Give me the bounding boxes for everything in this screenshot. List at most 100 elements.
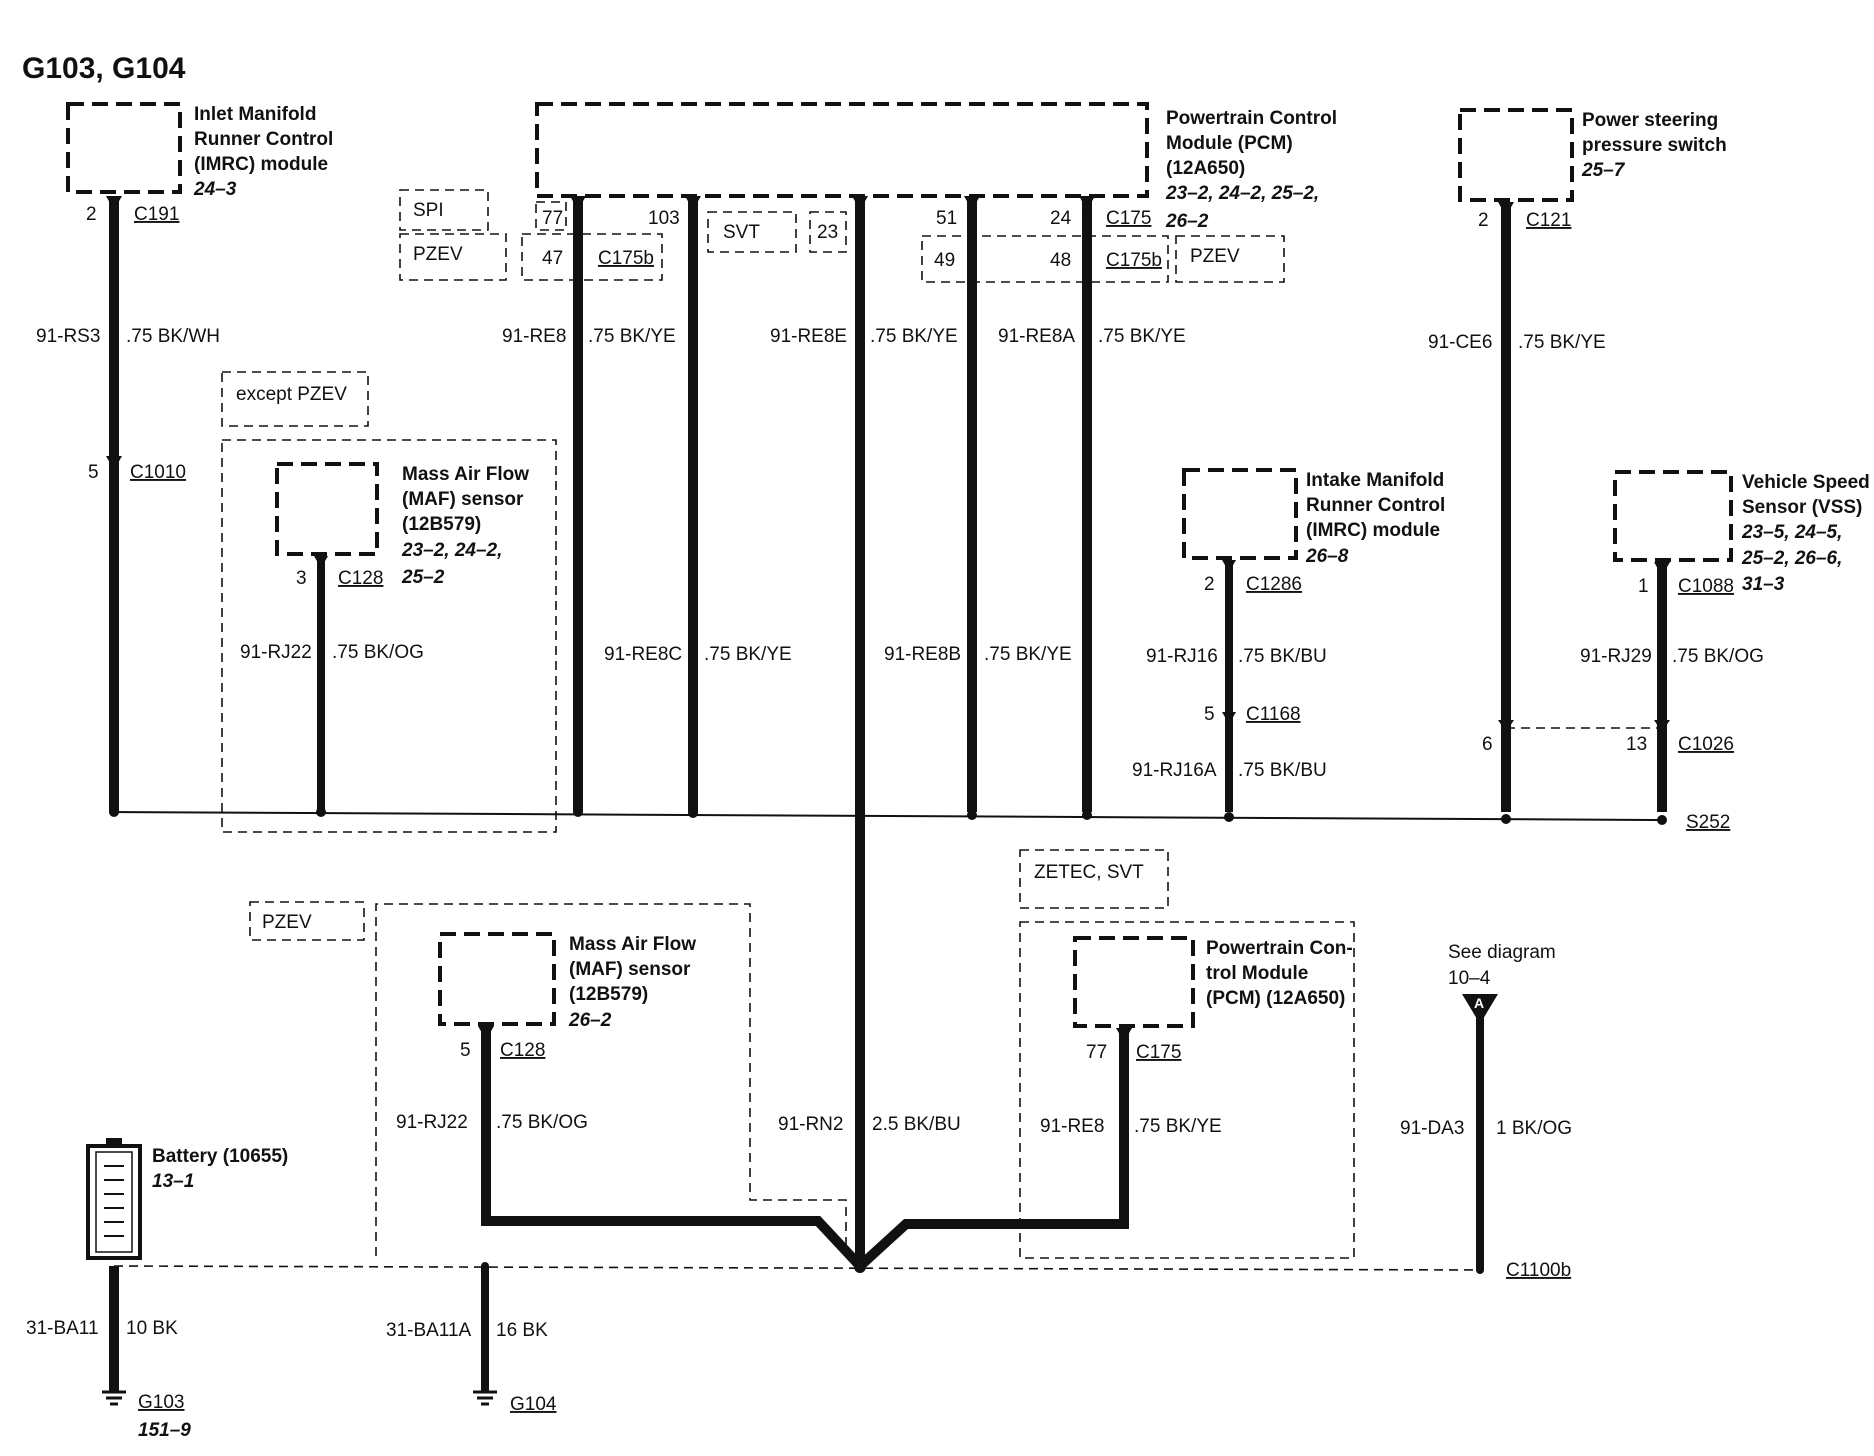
option-pzev-region [375, 903, 847, 1256]
battery-name: Battery (10655) [152, 1146, 288, 1167]
wire-91-rj22-lower [481, 1026, 864, 1270]
option-c175b-a-box [521, 233, 663, 281]
pcm-top-name-3: (12A650) [1166, 158, 1245, 179]
splice-s252-bus [113, 811, 1663, 821]
ps-switch-name-2: pressure switch [1582, 135, 1727, 156]
wire-circuit-label: 91-RJ22 [240, 642, 312, 663]
connector-arrow [685, 196, 701, 210]
ground-g103: G103 [138, 1392, 184, 1413]
maf-upper-ref-1: 23–2, 24–2, [401, 540, 502, 561]
connector-c1026: C1026 [1678, 734, 1734, 755]
connector-c128-lower: C128 [500, 1040, 545, 1061]
option-zetec-svt-box [1019, 849, 1169, 909]
maf-lower-name-3: (12B579) [569, 984, 648, 1005]
pin-number: 47 [542, 248, 563, 269]
option-pzev-b-box [1175, 235, 1285, 283]
ground-g103-icon [102, 1390, 126, 1406]
pin-number: 2 [1204, 574, 1215, 595]
ground-g103-ref: 151–9 [138, 1420, 191, 1441]
option-svt-label: SVT [723, 222, 760, 243]
wire-circuit-label: 91-RJ29 [1580, 646, 1652, 667]
vss-name-1: Vehicle Speed [1742, 472, 1870, 493]
connector-c121: C121 [1526, 210, 1571, 231]
pin-number: 6 [1482, 734, 1493, 755]
wire-circuit-label: 91-RJ16A [1132, 760, 1217, 781]
pcm-top-name-2: Module (PCM) [1166, 133, 1293, 154]
option-spi-label: SPI [413, 200, 444, 221]
connector-c128-upper: C128 [338, 568, 383, 589]
imrc-top-ref: 24–3 [193, 179, 237, 200]
option-77-box [535, 201, 567, 231]
splice-dot [688, 808, 698, 818]
ps-switch-name-1: Power steering [1582, 110, 1718, 131]
see-diagram-text: See diagram [1448, 942, 1556, 963]
connector-arrow [852, 196, 868, 210]
wire-circuit-label: 91-DA3 [1400, 1118, 1464, 1139]
pcm-top-ref-2: 26–2 [1165, 211, 1209, 232]
wire-spec-label: 16 BK [496, 1320, 548, 1341]
page-reference-a-icon [1462, 994, 1498, 1024]
pin-number: 1 [1638, 576, 1649, 597]
wire-circuit-label: 91-RE8B [884, 644, 961, 665]
vss-ref-3: 31–3 [1742, 574, 1785, 595]
battery-ref: 13–1 [152, 1171, 194, 1192]
option-c175b-b-box [921, 235, 1169, 283]
imrc-right-name-1: Intake Manifold [1306, 470, 1444, 491]
pin-number: 2 [86, 204, 97, 225]
wire-spec-label: 2.5 BK/BU [872, 1114, 961, 1135]
pcm-lower-name-2: trol Module [1206, 963, 1308, 984]
wire-spec-label: .75 BK/BU [1238, 760, 1327, 781]
vss-ref-2: 25–2, 26–6, [1741, 548, 1842, 569]
splice-s252: S252 [1686, 812, 1730, 833]
connector-arrow [106, 196, 122, 210]
maf-lower-name-2: (MAF) sensor [569, 959, 691, 980]
imrc-top-name-3: (IMRC) module [194, 154, 328, 175]
connector-arrow [1654, 562, 1670, 576]
pin-number: 103 [648, 208, 680, 229]
splice-dot [1501, 814, 1511, 824]
pin-number: 3 [296, 568, 307, 589]
imrc-right-name-2: Runner Control [1306, 495, 1445, 516]
pin-number: 5 [88, 462, 99, 483]
pin-number: 51 [936, 208, 957, 229]
wire-circuit-label: 91-RE8 [1040, 1116, 1104, 1137]
pcm-lower-name-1: Powertrain Con- [1206, 938, 1353, 959]
splice-dot [1657, 815, 1667, 825]
option-pzev-a-label: PZEV [413, 244, 463, 265]
pin-number: 49 [934, 250, 955, 271]
pin-number: 77 [1086, 1042, 1107, 1063]
maf-upper-box [275, 462, 379, 556]
wire-circuit-label: 91-RE8E [770, 326, 847, 347]
wire-spec-label: .75 BK/OG [496, 1112, 588, 1133]
option-pzev-c-label: PZEV [262, 912, 312, 933]
ps-switch-box [1458, 108, 1574, 202]
wire-circuit-label: 91-RE8A [998, 326, 1075, 347]
ground-g104-icon [473, 1390, 497, 1406]
splice-dot [109, 807, 119, 817]
connector-c175b-b: C175b [1106, 250, 1162, 271]
diagram-title: G103, G104 [22, 52, 186, 85]
ground-bus [113, 1265, 1481, 1271]
wire-circuit-label: 91-CE6 [1428, 332, 1492, 353]
wire-91-re8-lower [856, 1028, 1129, 1270]
connector-arrow [964, 196, 980, 210]
option-zetec-svt-region [1019, 921, 1355, 1259]
option-svt-box [707, 211, 797, 253]
wire-spec-label: 1 BK/OG [1496, 1118, 1572, 1139]
imrc-top-name-1: Inlet Manifold [194, 104, 316, 125]
wire-spec-label: .75 BK/BU [1238, 646, 1327, 667]
ground-g104: G104 [510, 1394, 557, 1415]
connector-c1168: C1168 [1246, 704, 1301, 725]
wire-spec-label: .75 BK/YE [984, 644, 1072, 665]
pin-number: 13 [1626, 734, 1647, 755]
option-pzev-c-box [249, 901, 365, 941]
connector-c1100b: C1100b [1506, 1260, 1571, 1281]
option-pzev-b-label: PZEV [1190, 246, 1240, 267]
battery-icon [86, 1138, 142, 1260]
pin-number: 2 [1478, 210, 1489, 231]
maf-upper-name-2: (MAF) sensor [402, 489, 524, 510]
wire-circuit-label: 91-RJ22 [396, 1112, 468, 1133]
imrc-top-name-2: Runner Control [194, 129, 333, 150]
connector-arrow [1654, 720, 1670, 732]
